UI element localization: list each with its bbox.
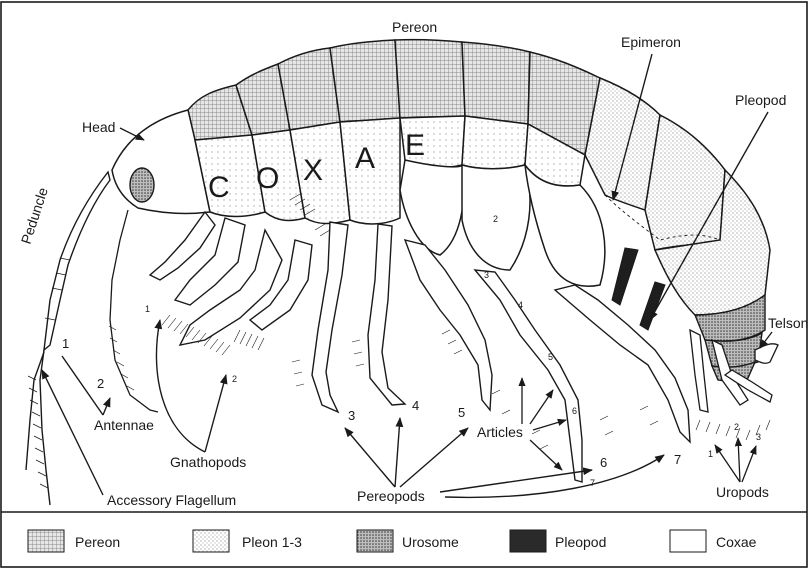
antenna-1-num: 1 xyxy=(62,336,69,351)
article-2-num: 2 xyxy=(493,214,498,224)
label-articles: Articles xyxy=(477,424,523,440)
coxae-letter-a: A xyxy=(355,142,375,175)
legend-label-coxae: Coxae xyxy=(716,534,757,550)
antenna-2-num: 2 xyxy=(97,376,104,391)
pereopod-7-num: 7 xyxy=(674,452,681,467)
pereopod-4-num: 4 xyxy=(412,398,419,413)
gnathopods-leader-2 xyxy=(205,375,226,452)
uropods-leaders xyxy=(715,438,756,482)
legend-swatch-pleopod xyxy=(510,530,546,552)
label-peduncle: Peduncle xyxy=(18,185,51,246)
label-pereopods: Pereopods xyxy=(357,488,425,504)
uropod-3-num: 3 xyxy=(756,432,761,442)
eye xyxy=(130,168,154,202)
label-gnathopods: Gnathopods xyxy=(170,454,246,470)
gnathopod-1-num: 1 xyxy=(145,304,150,314)
pereopod-5-num: 5 xyxy=(458,405,465,420)
article-6-num: 6 xyxy=(572,406,577,416)
article-3-num: 3 xyxy=(484,270,489,280)
label-pleopod: Pleopod xyxy=(735,92,786,108)
article-4-num: 4 xyxy=(518,300,523,310)
articles-leaders xyxy=(522,378,566,470)
label-accessory-flagellum: Accessory Flagellum xyxy=(107,492,236,508)
antenna-2 xyxy=(110,210,158,412)
legend-label-pleon: Pleon 1-3 xyxy=(242,534,302,550)
coxae-letter-e: E xyxy=(405,129,425,162)
legend-swatch-coxae xyxy=(670,530,706,552)
coxae-letter-x: X xyxy=(303,154,323,187)
legend-item-pleopod: Pleopod xyxy=(510,530,606,552)
legend-item-pereon: Pereon xyxy=(28,530,120,552)
legend-swatch-urosome xyxy=(357,530,393,552)
article-5-num: 5 xyxy=(548,352,553,362)
pleon-segments xyxy=(585,78,770,315)
label-pereon-top: Pereon xyxy=(392,19,437,35)
legend-item-urosome: Urosome xyxy=(357,530,459,552)
pereopod-6-num: 6 xyxy=(600,455,607,470)
gnathopods-shapes xyxy=(150,212,312,345)
gnathopod-2-num: 2 xyxy=(232,374,237,384)
legend-swatch-pleon xyxy=(193,530,229,552)
label-uropods: Uropods xyxy=(716,484,769,500)
article-7-num: 7 xyxy=(590,478,595,488)
legend: Pereon Pleon 1-3 Urosome Pleopod Coxae xyxy=(28,530,757,552)
legend-label-pleopod: Pleopod xyxy=(555,534,606,550)
label-head: Head xyxy=(82,119,115,135)
label-epimeron: Epimeron xyxy=(621,34,681,50)
uropod-1-num: 1 xyxy=(708,449,713,459)
pereopod-3-num: 3 xyxy=(348,408,355,423)
legend-swatch-pereon xyxy=(28,530,64,552)
label-antennae: Antennae xyxy=(94,417,154,433)
coxae-letter-c: C xyxy=(208,171,230,204)
legend-item-coxae: Coxae xyxy=(670,530,757,552)
label-telson: Telson xyxy=(768,315,808,331)
legend-item-pleon: Pleon 1-3 xyxy=(193,530,302,552)
coxae-letter-o: O xyxy=(256,162,279,195)
legend-label-pereon: Pereon xyxy=(75,534,120,550)
legend-label-urosome: Urosome xyxy=(402,534,459,550)
uropod-2-num: 2 xyxy=(734,422,739,432)
